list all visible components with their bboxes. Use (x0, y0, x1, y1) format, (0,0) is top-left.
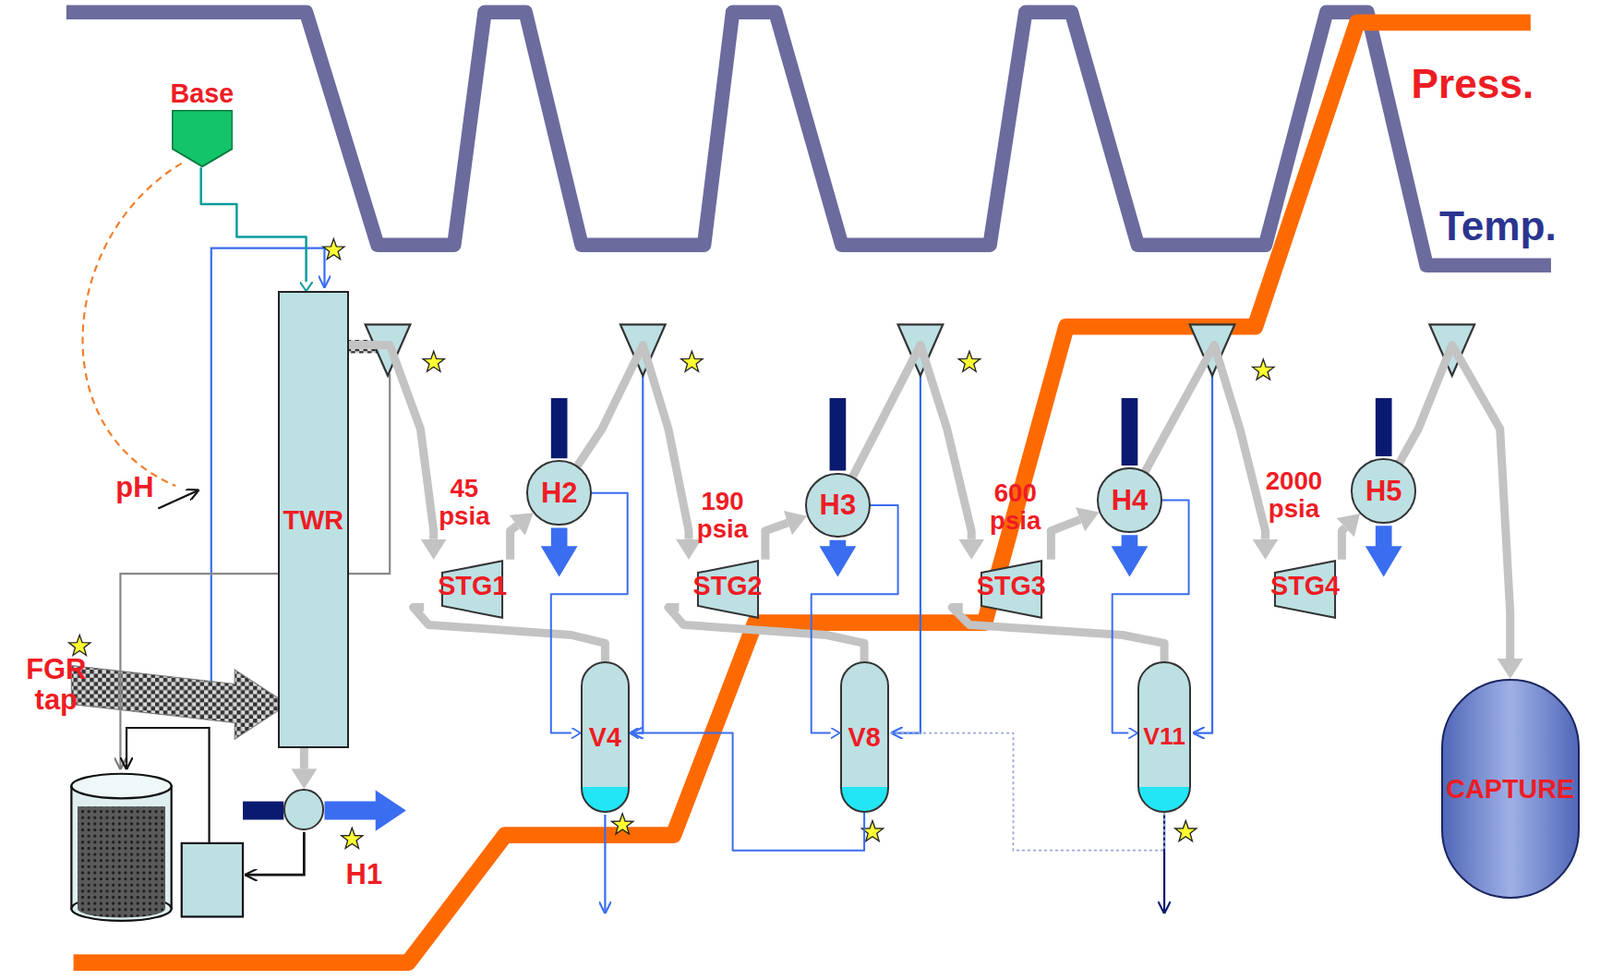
pressure-label: 190 psia (686, 487, 758, 543)
liquid-line (890, 373, 921, 734)
sample-points (69, 239, 1573, 849)
node-label: STG4 (1270, 571, 1340, 600)
ph-pointer (157, 490, 199, 509)
node-label: TWR (283, 505, 344, 533)
node-label: CAPTURE (1445, 774, 1575, 803)
gas-flow-connector (1144, 345, 1265, 540)
pump-box (181, 842, 243, 917)
compressor-stage: STG2 (679, 559, 777, 619)
curve-label: Press. (1411, 61, 1535, 107)
gas-flow-connector (1050, 518, 1081, 559)
node-label: H1 (346, 859, 384, 891)
node-label: H4 (1111, 484, 1149, 516)
scrubber-tower: TWR (277, 290, 349, 748)
node-label: STG1 (437, 571, 507, 600)
compressor-stage: STG1 (423, 559, 521, 619)
compressor-stage: STG3 (962, 559, 1060, 619)
node-label: Base (170, 79, 235, 108)
heat-exchanger: H4 (1096, 467, 1163, 533)
coolant-out (1365, 525, 1403, 577)
star-marker (323, 239, 345, 260)
pressure-label: 600 psia (979, 479, 1051, 535)
gas-flow-connector (1341, 527, 1346, 560)
h1-to-pump-line (244, 831, 304, 875)
v4-outlet (603, 814, 606, 914)
star-marker (681, 350, 703, 372)
knockout-vessel: V4 (580, 661, 630, 813)
pressure-curve (73, 22, 1531, 963)
node-label: H3 (819, 490, 857, 521)
node-label: H5 (1365, 475, 1403, 506)
coolant-in (1375, 397, 1393, 457)
liquid-line (1192, 373, 1213, 734)
star-marker (422, 350, 445, 372)
gas-flow-connector (413, 607, 606, 662)
gas-flow-connector (1399, 345, 1511, 659)
heat-exchanger: H2 (526, 459, 592, 526)
heat-exchanger: H5 (1350, 457, 1417, 524)
pressure-label: 45 psia (430, 474, 498, 530)
coolant-in (830, 397, 847, 470)
pressure-label: 2000 psia (1257, 467, 1332, 523)
liquid-line (631, 373, 643, 734)
gas-flow-connector (765, 522, 788, 560)
coolant-in (242, 801, 284, 820)
liquid-connector (201, 167, 307, 282)
hopper-outline (171, 109, 233, 168)
node-label: H2 (541, 478, 578, 509)
star-marker (341, 827, 363, 848)
tank (71, 773, 171, 921)
drain-line (120, 373, 390, 770)
heat-exchanger: H1 (283, 788, 325, 830)
liquid-connector (638, 733, 865, 851)
node-label: STG3 (976, 571, 1047, 600)
knockout-vessel: V8 (840, 661, 890, 813)
coolant-in (551, 397, 568, 458)
liquid-connector (889, 733, 1166, 851)
gas-flow-connector (300, 747, 309, 769)
star-marker (958, 350, 980, 372)
gas-flow-connector (951, 607, 1165, 662)
ph-control-link (83, 163, 182, 486)
node-label: V8 (848, 722, 881, 751)
gas-flow-connector (577, 345, 689, 540)
coolant-out (818, 540, 856, 578)
knockout-vessel: V11 (1137, 661, 1191, 813)
gas-flow-connector (510, 525, 518, 560)
tag-label: FGR tap (10, 652, 102, 715)
hopper-shape (171, 110, 232, 168)
star-marker (1252, 359, 1275, 380)
tag-label: pH (115, 472, 154, 504)
curve-label: Temp. (1439, 204, 1557, 249)
node-label: V11 (1142, 723, 1186, 750)
star-marker (1175, 820, 1197, 842)
compressor-stage: STG4 (1256, 559, 1354, 619)
node-label: V4 (589, 722, 622, 751)
gas-flow-connector (668, 607, 865, 662)
star-marker (612, 813, 634, 834)
node-label: STG2 (693, 571, 763, 600)
coolant-out (541, 527, 578, 577)
gas-flow-connector (348, 345, 434, 540)
reagent-hopper: Base (171, 109, 233, 168)
capture-vessel: CAPTURE (1441, 678, 1580, 899)
coolant-in (1121, 397, 1139, 466)
coolant-out (324, 789, 406, 831)
gas-flow-connector (853, 345, 972, 540)
heat-exchanger: H3 (805, 472, 871, 539)
temperature-curve (66, 12, 1552, 265)
coolant-out (1111, 534, 1149, 577)
